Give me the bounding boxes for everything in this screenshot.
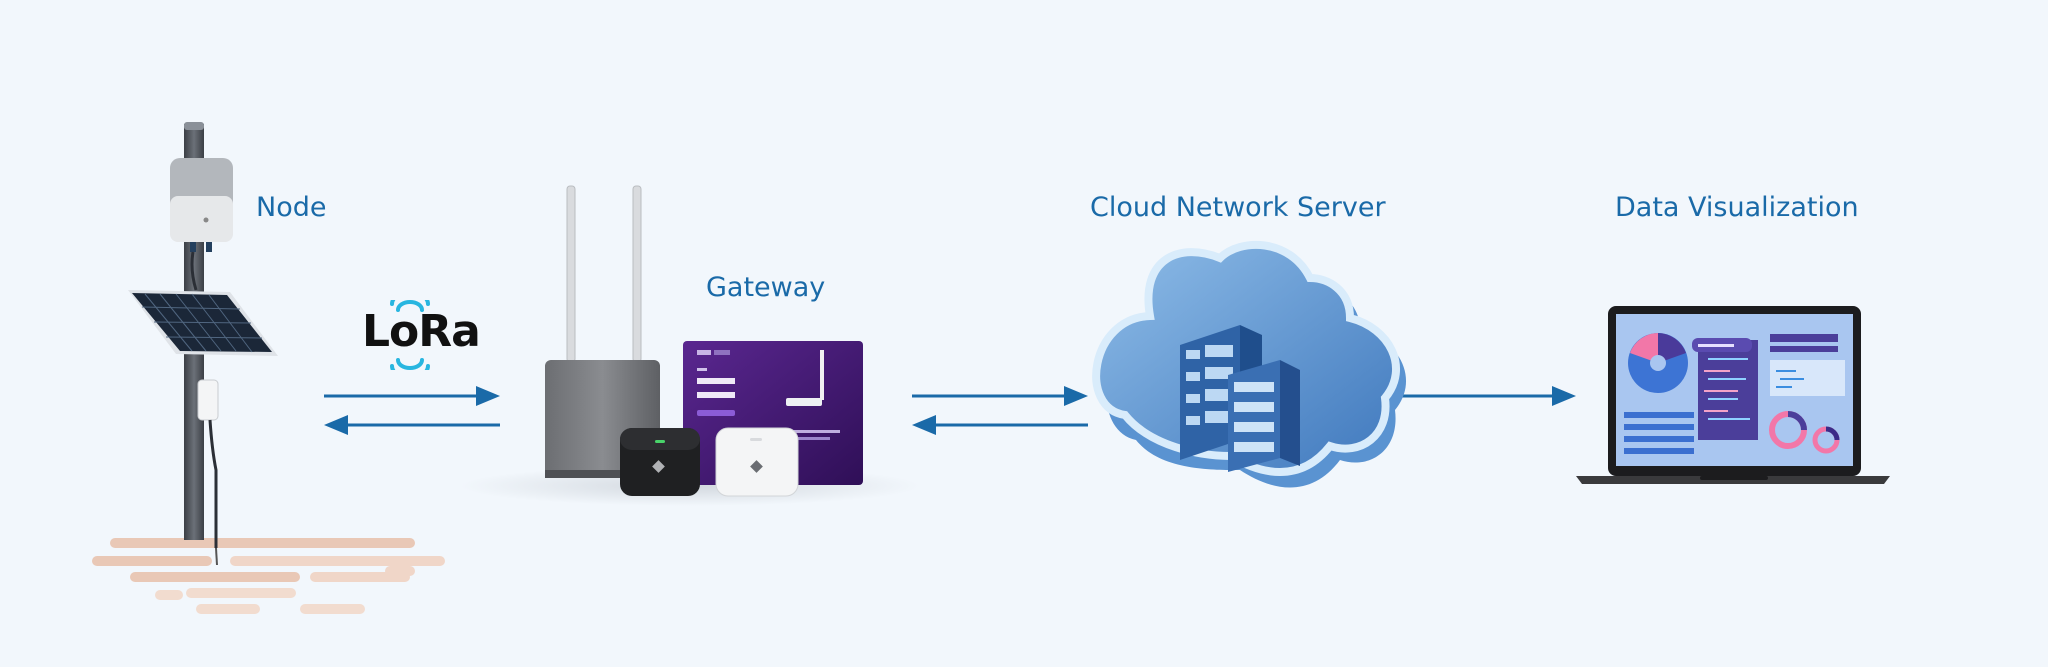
sensor-box — [197, 379, 219, 421]
sensor-node-housing — [170, 158, 233, 291]
arrow-cloud-dataviz — [1400, 386, 1576, 406]
gateway-illustration — [460, 185, 920, 506]
lora-logo — [390, 300, 430, 370]
data-visualization-label: Data Visualization — [1615, 192, 1859, 223]
server-rack — [1180, 325, 1300, 472]
pie-chart-graphic — [1628, 333, 1688, 393]
lora-logo-text: LoRa — [362, 306, 481, 357]
cloud-server-illustration — [1092, 240, 1407, 488]
indoor-gateway-black — [620, 428, 700, 496]
cloud-network-server-label: Cloud Network Server — [1090, 192, 1386, 223]
indoor-gateway-white — [715, 427, 799, 497]
arrow-node-gateway — [324, 386, 500, 435]
solar-panel — [128, 290, 278, 356]
gateway-label: Gateway — [706, 272, 826, 303]
laptop-illustration — [1576, 306, 1890, 484]
node-illustration — [92, 122, 445, 614]
node-label: Node — [256, 192, 327, 223]
soil-graphic — [92, 538, 445, 614]
arrow-gateway-cloud — [912, 386, 1088, 435]
